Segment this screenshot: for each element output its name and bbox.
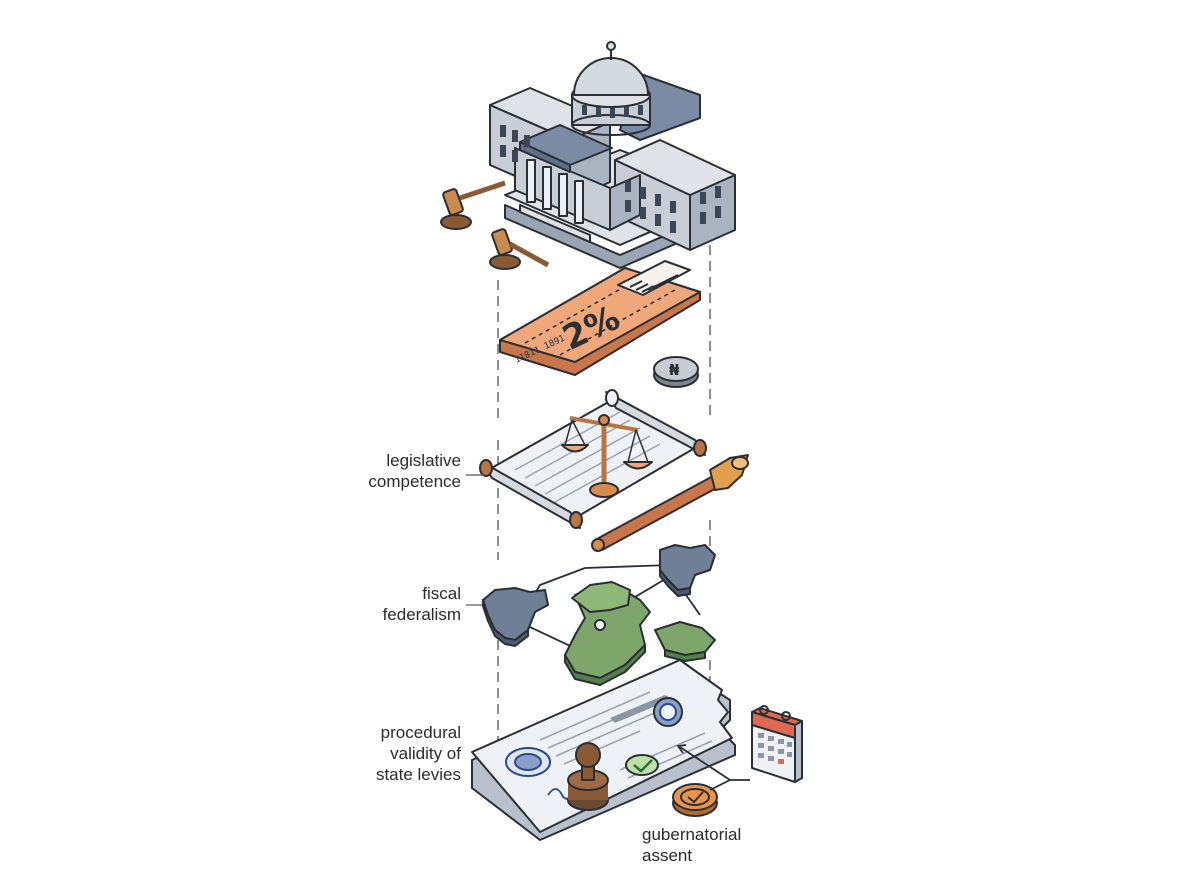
assent-arrow [676, 744, 750, 791]
legislative-scroll-icon [479, 389, 707, 529]
ceremonial-mace-icon [591, 454, 749, 552]
label-line: legislative [386, 451, 461, 470]
label-legislative-competence: legislative competence [330, 450, 461, 492]
label-line: fiscal [422, 584, 461, 603]
label-line: competence [368, 472, 461, 491]
tax-ticket-icon [499, 260, 701, 376]
label-line: procedural [380, 723, 461, 742]
label-fiscal-federalism: fiscal federalism [330, 583, 461, 625]
gold-coin-seal-icon [672, 783, 718, 817]
assent-document-icon [471, 659, 736, 841]
naira-coin-icon [653, 356, 699, 388]
label-line: validity of [390, 744, 461, 763]
label-gubernatorial-assent: gubernatorial assent [642, 824, 802, 866]
label-line: assent [642, 846, 693, 865]
legislature-building-icon [489, 41, 736, 269]
label-line: federalism [382, 605, 461, 624]
scales-of-justice-icon [561, 414, 653, 498]
calendar-icon [751, 705, 803, 783]
label-line: gubernatorial [642, 825, 742, 844]
label-line: state levies [375, 765, 461, 784]
label-procedural-validity: procedural validity of state levies [330, 722, 461, 785]
gavel-icon [489, 228, 550, 270]
federation-map-icon [482, 544, 716, 686]
gavel-icon [440, 180, 506, 230]
label-leaders [466, 474, 485, 606]
coin-symbol: ₦ [669, 361, 680, 379]
rubber-stamp-icon [567, 742, 609, 811]
